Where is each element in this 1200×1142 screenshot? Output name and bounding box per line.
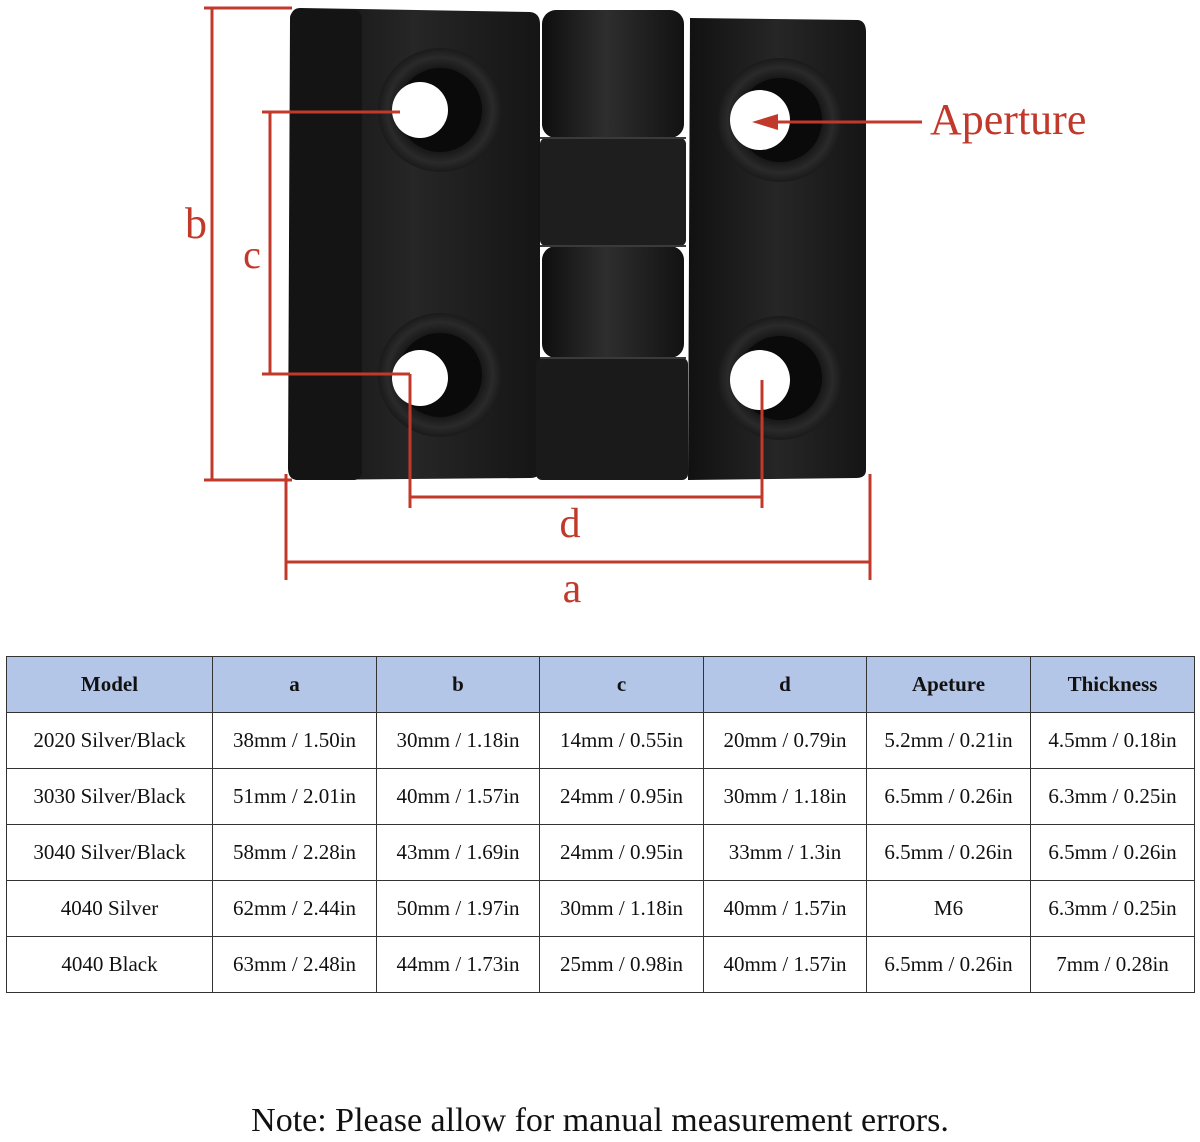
table-row: 3030 Silver/Black 51mm / 2.01in 40mm / 1… xyxy=(6,768,1195,825)
cell-c: 14mm / 0.55in xyxy=(539,712,704,769)
cell-b: 44mm / 1.73in xyxy=(376,936,540,993)
knuckle-lower-mid xyxy=(542,246,684,358)
cell-d: 33mm / 1.3in xyxy=(703,824,867,881)
cell-a: 62mm / 2.44in xyxy=(212,880,377,937)
cell-d: 40mm / 1.57in xyxy=(703,880,867,937)
knuckle-upper-mid xyxy=(540,138,686,246)
cell-a: 38mm / 1.50in xyxy=(212,712,377,769)
cell-apeture: M6 xyxy=(866,880,1031,937)
dim-label-b: b xyxy=(185,199,207,248)
cell-c: 24mm / 0.95in xyxy=(539,768,704,825)
cell-b: 30mm / 1.18in xyxy=(376,712,540,769)
cell-model: 4040 Silver xyxy=(6,880,213,937)
cell-thickness: 6.3mm / 0.25in xyxy=(1030,880,1195,937)
cell-c: 25mm / 0.98in xyxy=(539,936,704,993)
hole-bottom-left xyxy=(378,313,502,437)
header-thickness: Thickness xyxy=(1030,656,1195,713)
hinge-diagram: b c d a Aperture xyxy=(185,6,1086,612)
dim-label-a: a xyxy=(563,566,582,612)
cell-apeture: 6.5mm / 0.26in xyxy=(866,768,1031,825)
cell-b: 50mm / 1.97in xyxy=(376,880,540,937)
table-header-row: Model a b c d Apeture Thickness xyxy=(6,656,1195,713)
cell-d: 20mm / 0.79in xyxy=(703,712,867,769)
measurement-note: Note: Please allow for manual measuremen… xyxy=(251,1102,949,1139)
cell-model: 3040 Silver/Black xyxy=(6,824,213,881)
table-row: 2020 Silver/Black 38mm / 1.50in 30mm / 1… xyxy=(6,712,1195,769)
cell-a: 58mm / 2.28in xyxy=(212,824,377,881)
cell-model: 4040 Black xyxy=(6,936,213,993)
left-leaf-edge xyxy=(290,10,362,480)
dim-label-c: c xyxy=(243,232,261,277)
cell-thickness: 6.3mm / 0.25in xyxy=(1030,768,1195,825)
cell-b: 40mm / 1.57in xyxy=(376,768,540,825)
cell-thickness: 6.5mm / 0.26in xyxy=(1030,824,1195,881)
cell-apeture: 5.2mm / 0.21in xyxy=(866,712,1031,769)
cell-thickness: 4.5mm / 0.18in xyxy=(1030,712,1195,769)
table-row: 4040 Silver 62mm / 2.44in 50mm / 1.97in … xyxy=(6,880,1195,937)
header-a: a xyxy=(212,656,377,713)
cell-c: 24mm / 0.95in xyxy=(539,824,704,881)
header-apeture: Apeture xyxy=(866,656,1031,713)
table-row: 3040 Silver/Black 58mm / 2.28in 43mm / 1… xyxy=(6,824,1195,881)
cell-model: 3030 Silver/Black xyxy=(6,768,213,825)
knuckle-bottom xyxy=(536,358,688,480)
mounting-holes xyxy=(378,48,842,440)
cell-a: 63mm / 2.48in xyxy=(212,936,377,993)
cell-apeture: 6.5mm / 0.26in xyxy=(866,824,1031,881)
hole-bottom-right xyxy=(718,316,842,440)
spec-table: Model a b c d Apeture Thickness 2020 Sil… xyxy=(6,656,1195,993)
table-row: 4040 Black 63mm / 2.48in 44mm / 1.73in 2… xyxy=(6,936,1195,993)
hole-top-right xyxy=(718,58,842,182)
cell-c: 30mm / 1.18in xyxy=(539,880,704,937)
cell-d: 30mm / 1.18in xyxy=(703,768,867,825)
knuckle-top xyxy=(542,10,684,138)
cell-apeture: 6.5mm / 0.26in xyxy=(866,936,1031,993)
header-model: Model xyxy=(6,656,213,713)
cell-a: 51mm / 2.01in xyxy=(212,768,377,825)
dimension-lines xyxy=(204,6,922,580)
aperture-arrowhead xyxy=(752,114,778,130)
cell-d: 40mm / 1.57in xyxy=(703,936,867,993)
header-c: c xyxy=(539,656,704,713)
header-d: d xyxy=(703,656,867,713)
header-b: b xyxy=(376,656,540,713)
aperture-label: Aperture xyxy=(930,95,1086,144)
cell-model: 2020 Silver/Black xyxy=(6,712,213,769)
cell-b: 43mm / 1.69in xyxy=(376,824,540,881)
dim-label-d: d xyxy=(560,501,581,547)
hole-top-left xyxy=(378,48,502,172)
cell-thickness: 7mm / 0.28in xyxy=(1030,936,1195,993)
